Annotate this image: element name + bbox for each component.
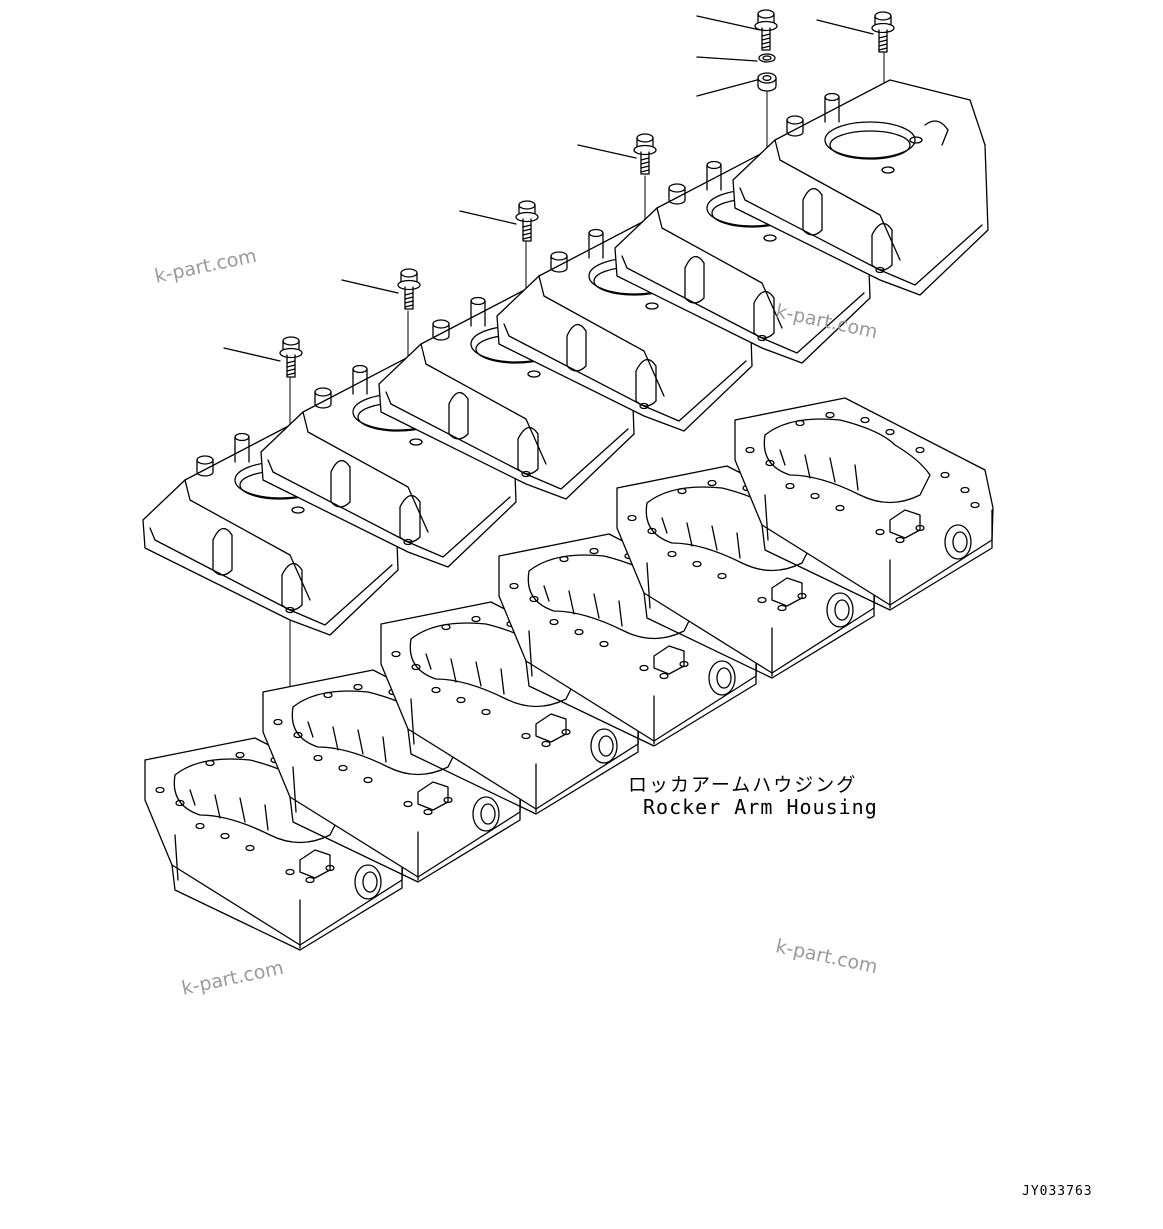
bolt — [754, 9, 778, 51]
bolt — [871, 11, 895, 53]
rocker-arm-housing — [734, 397, 994, 611]
bolt — [633, 133, 657, 175]
bolt — [515, 200, 539, 242]
bolts — [279, 9, 895, 378]
rocker-arm-covers — [142, 79, 989, 636]
bolt — [279, 336, 303, 378]
rocker-arm-housings — [144, 397, 994, 951]
bolt — [397, 268, 421, 310]
leader-lines — [223, 15, 874, 362]
washer-small — [758, 53, 776, 63]
part-label-japanese: ロッカアームハウジング — [628, 774, 858, 796]
rocker-arm-cover — [732, 79, 989, 296]
washer-spacer — [757, 72, 777, 92]
part-label-english: Rocker Arm Housing — [643, 795, 878, 819]
document-id: JY033763 — [1022, 1184, 1093, 1199]
